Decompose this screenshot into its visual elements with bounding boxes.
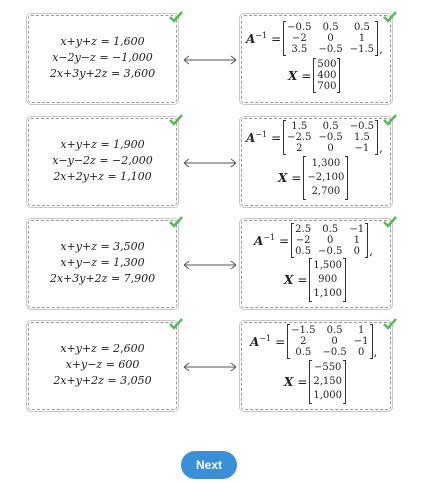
next-button[interactable]: Next [181, 451, 237, 479]
check-icon [169, 114, 183, 126]
match-pair-3: x+y+z = 3,500 x+y−z = 1,300 2x+3y+2z = 7… [0, 216, 447, 310]
equation-system: x+y+z = 2,600 x+y−z = 600 2x+y+2z = 3,05… [53, 342, 152, 387]
double-arrow-icon [183, 55, 237, 65]
inverse-label: A−1 [254, 233, 276, 248]
check-icon [169, 216, 183, 228]
inverse-label: A−1 [250, 334, 272, 349]
inverse-label: A−1 [246, 31, 268, 46]
equation-system: x+y+z = 3,500 x+y−z = 1,300 2x+3y+2z = 7… [49, 240, 156, 285]
check-icon [383, 318, 397, 330]
check-icon [169, 11, 183, 23]
check-icon [383, 11, 397, 23]
match-pair-1: x+y+z = 1,600 x−2y−z = −1,000 2x+3y+2z =… [0, 11, 447, 105]
inverse-label: A−1 [246, 130, 268, 145]
equation-system: x+y+z = 1,900 x−y−2z = −2,000 2x+2y+z = … [52, 138, 153, 183]
check-icon [383, 114, 397, 126]
double-arrow-icon [183, 158, 237, 168]
system-card-4[interactable]: x+y+z = 2,600 x+y−z = 600 2x+y+2z = 3,05… [26, 318, 183, 412]
check-icon [383, 216, 397, 228]
system-card-3[interactable]: x+y+z = 3,500 x+y−z = 1,300 2x+3y+2z = 7… [26, 216, 183, 310]
match-pair-4: x+y+z = 2,600 x+y−z = 600 2x+y+2z = 3,05… [0, 318, 447, 412]
double-arrow-icon [183, 362, 237, 372]
match-pair-2: x+y+z = 1,900 x−y−2z = −2,000 2x+2y+z = … [0, 114, 447, 208]
double-arrow-icon [183, 260, 237, 270]
check-icon [169, 318, 183, 330]
system-card-2[interactable]: x+y+z = 1,900 x−y−2z = −2,000 2x+2y+z = … [26, 114, 183, 208]
equation-system: x+y+z = 1,600 x−2y−z = −1,000 2x+3y+2z =… [49, 35, 156, 80]
system-card-1[interactable]: x+y+z = 1,600 x−2y−z = −1,000 2x+3y+2z =… [26, 11, 183, 105]
